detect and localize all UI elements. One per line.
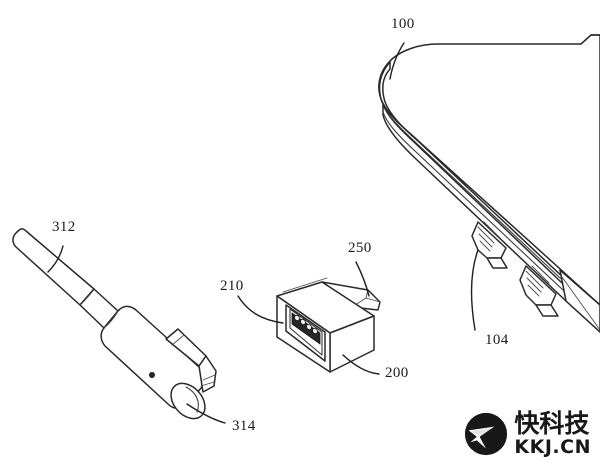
cable-plug-group [12,228,217,420]
leader-250 [355,261,370,297]
watermark-text: 快科技 KKJ.CN [514,411,591,457]
ref-numeral-100: 100 [391,16,415,32]
watermark-domain: KKJ.CN [514,436,591,458]
port1-hatch-d [483,221,501,239]
watermark: 快科技 KKJ.CN [464,411,591,457]
adapter-contact-pins [294,314,318,335]
device-port-opening-2 [519,265,559,317]
leader-210 [237,295,284,324]
plug-indicator-led [148,371,155,378]
device-right-edge [580,34,600,45]
leader-314 [186,403,226,424]
plug-side-shoulder [198,355,217,393]
cable-collar-seam [79,288,95,306]
device-bottom-edge [382,111,600,325]
leader-200 [342,354,380,375]
device-end-face-diagonal [561,276,600,331]
device-lower-sidewall [382,103,600,333]
ref-numeral-312: 312 [52,219,76,235]
paper-plane-circle-icon [465,412,508,456]
leader-100 [389,42,405,80]
plug-barrel-joint [103,310,119,329]
port1-hatch-b [478,233,493,248]
adapter-top-seam [282,277,328,293]
adapter-cavity-inner [289,308,323,356]
port1-pocket [486,257,508,269]
ref-numeral-314: 314 [232,418,256,434]
leader-104 [470,249,479,331]
port1-hatch-a [477,226,495,244]
port2-hatch-d [531,265,550,284]
ref-numeral-250: 250 [348,240,372,256]
ref-numeral-200: 200 [385,365,409,381]
ref-numeral-104: 104 [485,332,509,348]
plug-tip-inner-arc [185,386,199,413]
port2-pocket [535,304,559,317]
port1-hatch-c [479,240,491,252]
leader-312 [47,245,64,273]
port2-hatch-b [526,277,542,293]
plug-side-shoulder-seam2 [200,381,215,387]
adapter-connector-group [276,277,381,373]
device-port-opening-1 [471,221,508,269]
port2-hatch-c [527,284,540,297]
ref-numeral-210: 210 [220,278,244,294]
device-housing-group [378,34,600,333]
plug-top-ridge-seam [171,334,185,346]
plug-side-shoulder-seam [202,374,216,381]
cable-shaft [12,228,95,306]
port2-hatch-a [525,270,544,289]
watermark-brand: 快科技 [514,409,590,438]
device-top-face [378,34,600,306]
